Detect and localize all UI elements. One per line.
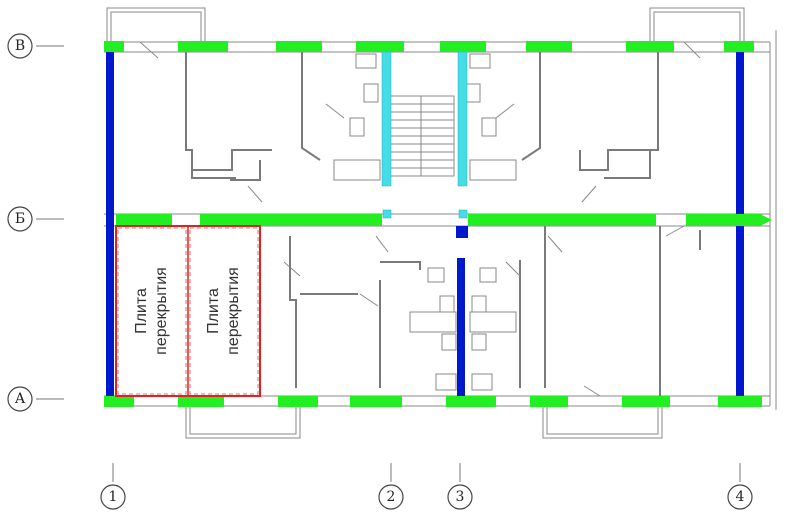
row-axis-label: Б: [15, 211, 25, 227]
sink-icon: [479, 267, 497, 283]
column-axis-label: 2: [387, 489, 396, 505]
stair-wall-stub: [382, 209, 392, 219]
bathtub-icon: [469, 159, 517, 181]
row-axis-label: А: [15, 391, 26, 407]
stair-wall-stub: [458, 209, 468, 219]
axis-lines: [36, 45, 741, 482]
bathtub-icon: [333, 159, 381, 181]
column-axis-marker-2: 2: [378, 484, 404, 510]
row-axis-marker-be: Б: [7, 206, 33, 232]
slab-label-line1: Плита: [205, 288, 222, 334]
slab-label-line2: перекрытия: [225, 267, 242, 355]
column-axis-marker-3: 3: [447, 484, 473, 510]
bathtub-icon: [409, 311, 457, 333]
column-axis-marker-4: 4: [727, 484, 753, 510]
door-swings: [139, 41, 701, 397]
slab-label-line1: Плита: [133, 288, 150, 334]
balconies: [106, 7, 745, 439]
row-axis-marker-ve: В: [7, 33, 33, 59]
stove-icon: [471, 373, 493, 391]
sink-icon: [363, 83, 379, 103]
row-axis-marker-a: А: [7, 386, 33, 412]
column-axis-label: 1: [109, 489, 118, 505]
bathtub-icon: [469, 311, 517, 333]
sink-icon: [427, 267, 445, 283]
bathroom-fixtures: [333, 53, 517, 391]
toilet-icon: [471, 295, 487, 313]
window-blocks: [104, 41, 772, 407]
stair-walls: [381, 51, 468, 219]
toilet-icon: [439, 295, 455, 313]
bearing-wall-axis-1: [106, 46, 114, 398]
bearing-wall-axis-3: [457, 258, 465, 398]
sink-icon: [441, 333, 457, 351]
column-axis-label: 3: [456, 489, 465, 505]
slab-label-line2: перекрытия: [153, 267, 170, 355]
toilet-icon: [349, 117, 365, 137]
stair-wall-left: [381, 51, 392, 187]
column-axis-label: 4: [736, 489, 745, 505]
interior-partitions: [185, 52, 701, 396]
stove-icon: [469, 53, 491, 69]
stove-icon: [355, 53, 377, 69]
stove-icon: [435, 373, 457, 391]
stair-wall-right: [457, 51, 468, 187]
staircase: [387, 95, 455, 177]
toilet-icon: [481, 117, 497, 137]
row-axis-label: В: [15, 38, 25, 54]
bearing-wall-stub: [456, 226, 468, 238]
slab-label-1: Плита перекрытия: [133, 267, 170, 355]
sink-icon: [465, 83, 481, 103]
column-axis-marker-1: 1: [100, 484, 126, 510]
slab-label-2: Плита перекрытия: [205, 267, 242, 355]
floor-slab-panels: Плита перекрытия Плита перекрытия: [115, 225, 261, 397]
sink-icon: [471, 333, 487, 351]
